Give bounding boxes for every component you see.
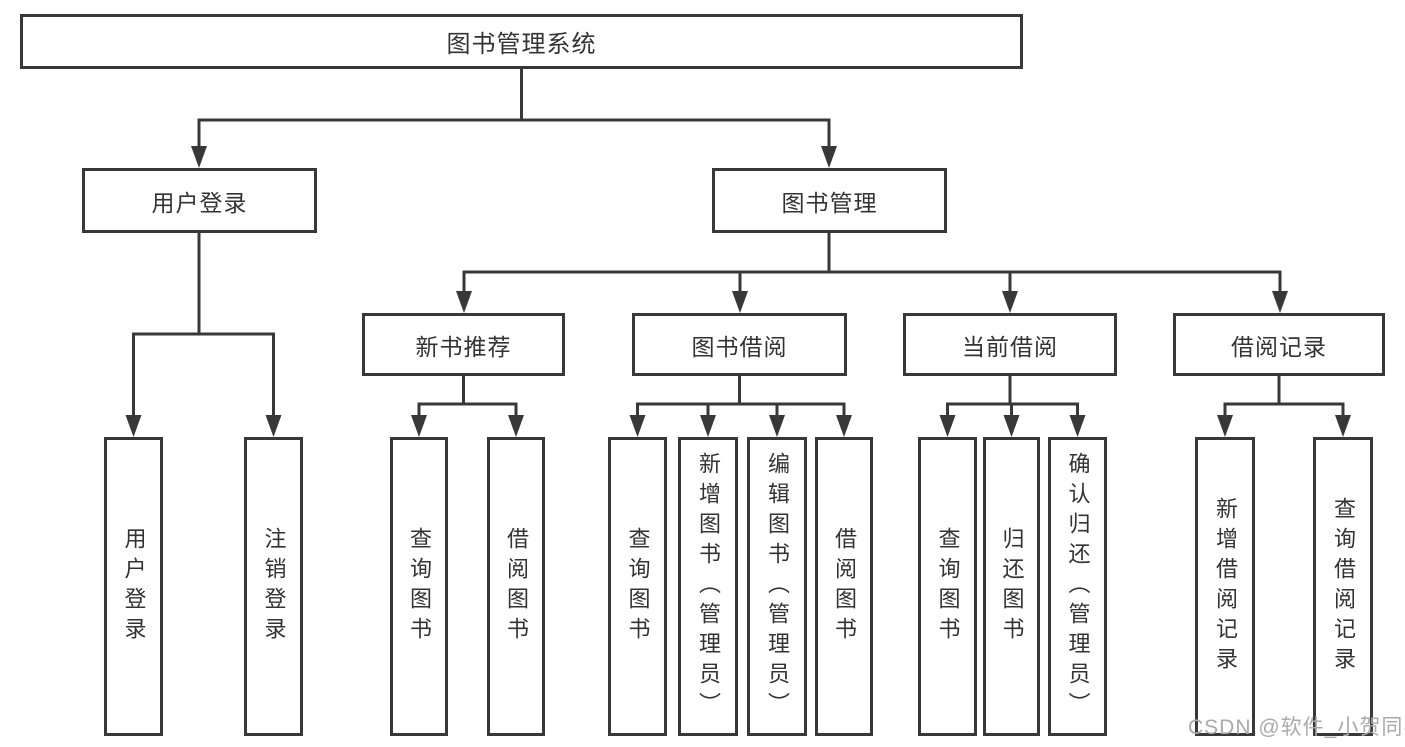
node-book-management-label: 图书管理 xyxy=(781,189,878,216)
connector-borrowrecords-to-leaves xyxy=(1223,376,1345,416)
connector-userlogin-to-leaves xyxy=(132,233,275,416)
node-user-login-label: 用户登录 xyxy=(151,189,248,216)
leaf-records-query-record-label: 查询借阅记录 xyxy=(1331,496,1356,677)
leaf-borrow-edit-books-admin: 编辑图书（管理员） xyxy=(747,437,807,736)
node-system-root: 图书管理系统 xyxy=(20,14,1023,69)
node-book-borrow-label: 图书借阅 xyxy=(691,333,788,360)
leaf-current-confirm-return-admin: 确认归还（管理员） xyxy=(1048,437,1107,736)
connector-bookmgmt-to-level3 xyxy=(462,233,1282,294)
node-new-book-recommend: 新书推荐 xyxy=(362,313,565,376)
node-current-borrow: 当前借阅 xyxy=(903,313,1117,376)
node-book-borrow: 图书借阅 xyxy=(632,313,847,376)
leaf-user-login: 用户登录 xyxy=(104,437,163,736)
leaf-recommend-query-books: 查询图书 xyxy=(390,437,448,736)
node-user-login: 用户登录 xyxy=(82,168,317,233)
leaf-borrow-borrow-books-label: 借阅图书 xyxy=(832,526,857,647)
leaf-logout-label: 注销登录 xyxy=(261,526,287,647)
leaf-borrow-edit-books-admin-label: 编辑图书（管理员） xyxy=(765,451,790,722)
leaf-borrow-add-books-admin: 新增图书（管理员） xyxy=(678,437,738,736)
node-new-book-recommend-label: 新书推荐 xyxy=(415,333,512,360)
leaf-records-query-record: 查询借阅记录 xyxy=(1313,437,1373,736)
connector-bookborrow-to-leaves xyxy=(636,376,846,416)
connector-currentborrow-to-leaves xyxy=(946,376,1079,416)
node-book-management: 图书管理 xyxy=(712,168,947,233)
leaf-borrow-borrow-books: 借阅图书 xyxy=(815,437,873,736)
leaf-current-query-books: 查询图书 xyxy=(918,437,977,736)
leaf-borrow-add-books-admin-label: 新增图书（管理员） xyxy=(696,451,721,722)
node-system-root-label: 图书管理系统 xyxy=(446,31,597,58)
connector-root-to-level2 xyxy=(197,69,831,148)
leaf-current-query-books-label: 查询图书 xyxy=(935,526,961,647)
leaf-logout: 注销登录 xyxy=(244,437,303,736)
leaf-current-confirm-return-admin-label: 确认归还（管理员） xyxy=(1065,451,1091,722)
node-current-borrow-label: 当前借阅 xyxy=(962,333,1058,360)
leaf-current-return-books-label: 归还图书 xyxy=(999,526,1025,647)
leaf-current-return-books: 归还图书 xyxy=(983,437,1040,736)
leaf-records-add-record-label: 新增借阅记录 xyxy=(1213,496,1238,677)
csdn-watermark: CSDN @软件_小贺同学 xyxy=(1188,716,1405,739)
node-borrow-records: 借阅记录 xyxy=(1173,313,1385,376)
leaf-recommend-borrow-books: 借阅图书 xyxy=(487,437,545,736)
leaf-borrow-query-books: 查询图书 xyxy=(608,437,667,736)
connector-newbookrec-to-leaves xyxy=(417,376,518,416)
leaf-recommend-borrow-books-label: 借阅图书 xyxy=(504,526,529,647)
leaf-user-login-label: 用户登录 xyxy=(121,526,147,647)
leaf-borrow-query-books-label: 查询图书 xyxy=(625,526,651,647)
leaf-recommend-query-books-label: 查询图书 xyxy=(407,526,432,647)
arrowheads xyxy=(125,146,1351,437)
node-borrow-records-label: 借阅记录 xyxy=(1231,333,1327,360)
leaf-records-add-record: 新增借阅记录 xyxy=(1195,437,1255,736)
